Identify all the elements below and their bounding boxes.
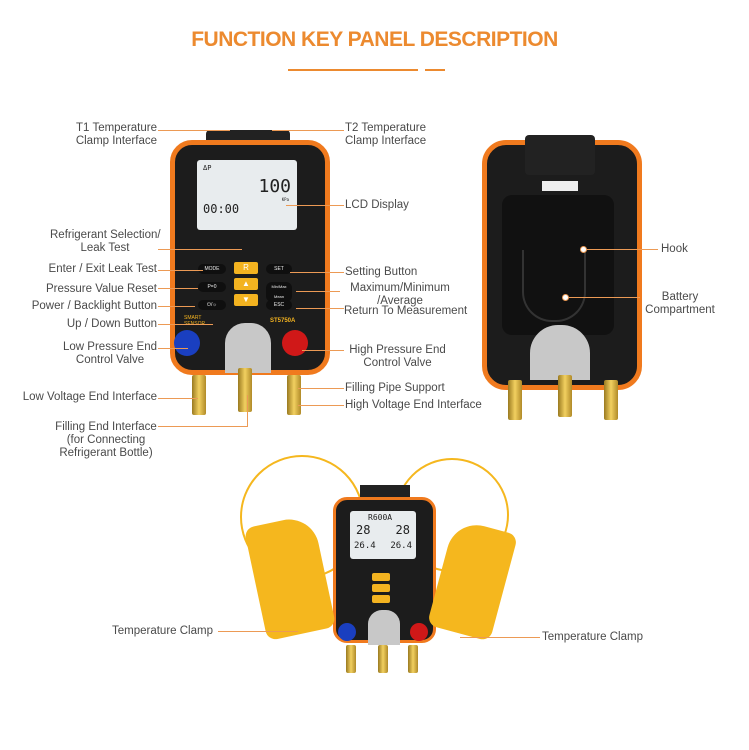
pressure-reset-button[interactable]: P=0 [198, 282, 226, 292]
label-setting: Setting Button [345, 266, 418, 278]
set-button[interactable]: SET [266, 264, 292, 274]
label-low-interface: Low Voltage End Interface [22, 391, 157, 403]
bottom-device: R600A 28 28 26.4 26.4 [330, 485, 445, 680]
label-pressure-reset: Pressure Value Reset [45, 283, 157, 295]
minmax-button[interactable]: Min/Max Mean [266, 282, 292, 302]
label-t2: T2 Temperature Clamp Interface [345, 122, 427, 147]
title-underline-short [425, 69, 445, 71]
back-device [480, 135, 645, 425]
low-port [192, 375, 206, 415]
low-valve-2[interactable] [338, 623, 356, 641]
label-clamp-left: Temperature Clamp [112, 625, 213, 637]
esc-button[interactable]: ESC [266, 300, 292, 310]
label-high-valve: High Pressure End Control Valve [349, 344, 446, 369]
low-pressure-valve[interactable] [174, 330, 200, 356]
label-t1: T1 Temperature Clamp Interface [75, 122, 157, 147]
label-enter-leak: Enter / Exit Leak Test [48, 263, 157, 275]
label-hook: Hook [661, 243, 688, 255]
label-clamp-right: Temperature Clamp [542, 631, 643, 643]
label-filling: Filling End Interface (for Connecting Re… [55, 421, 157, 459]
page-title: FUNCTION KEY PANEL DESCRIPTION [191, 28, 558, 51]
power-button[interactable]: ⏻/☼ [198, 300, 226, 310]
model-number: ST5750A [270, 318, 296, 324]
label-low-valve: Low Pressure End Control Valve [63, 341, 157, 366]
label-refrigerant: Refrigerant Selection/ Leak Test [50, 229, 161, 254]
up-button[interactable]: ▲ [234, 278, 258, 290]
refrigerant-button[interactable]: R [234, 262, 258, 274]
mode-button[interactable]: MODE [198, 264, 226, 274]
high-port [287, 375, 301, 415]
label-return: Return To Measurement [344, 305, 468, 317]
down-button[interactable]: ▼ [234, 294, 258, 306]
filling-port [238, 368, 252, 412]
label-pipe-support: Filling Pipe Support [345, 382, 445, 394]
brand-logo: SMART SENSOR [184, 315, 205, 327]
front-device: ΔP 100 KPa 00:00 MODE P=0 ⏻/☼ R ▲ ▼ SET … [170, 130, 330, 430]
hook [522, 250, 586, 322]
high-valve-2[interactable] [410, 623, 428, 641]
label-battery: Battery Compartment [645, 291, 715, 316]
label-lcd: LCD Display [345, 199, 409, 211]
label-power: Power / Backlight Button [31, 300, 157, 312]
label-high-interface: High Voltage End Interface [345, 399, 482, 411]
barcode-label [542, 181, 578, 191]
lcd-screen: ΔP 100 KPa 00:00 [197, 160, 297, 230]
title-underline [288, 69, 418, 71]
high-pressure-valve[interactable] [282, 330, 308, 356]
label-updown: Up / Down Button [66, 318, 157, 330]
label-maxmin: Maximum/Minimum /Average [350, 282, 450, 307]
